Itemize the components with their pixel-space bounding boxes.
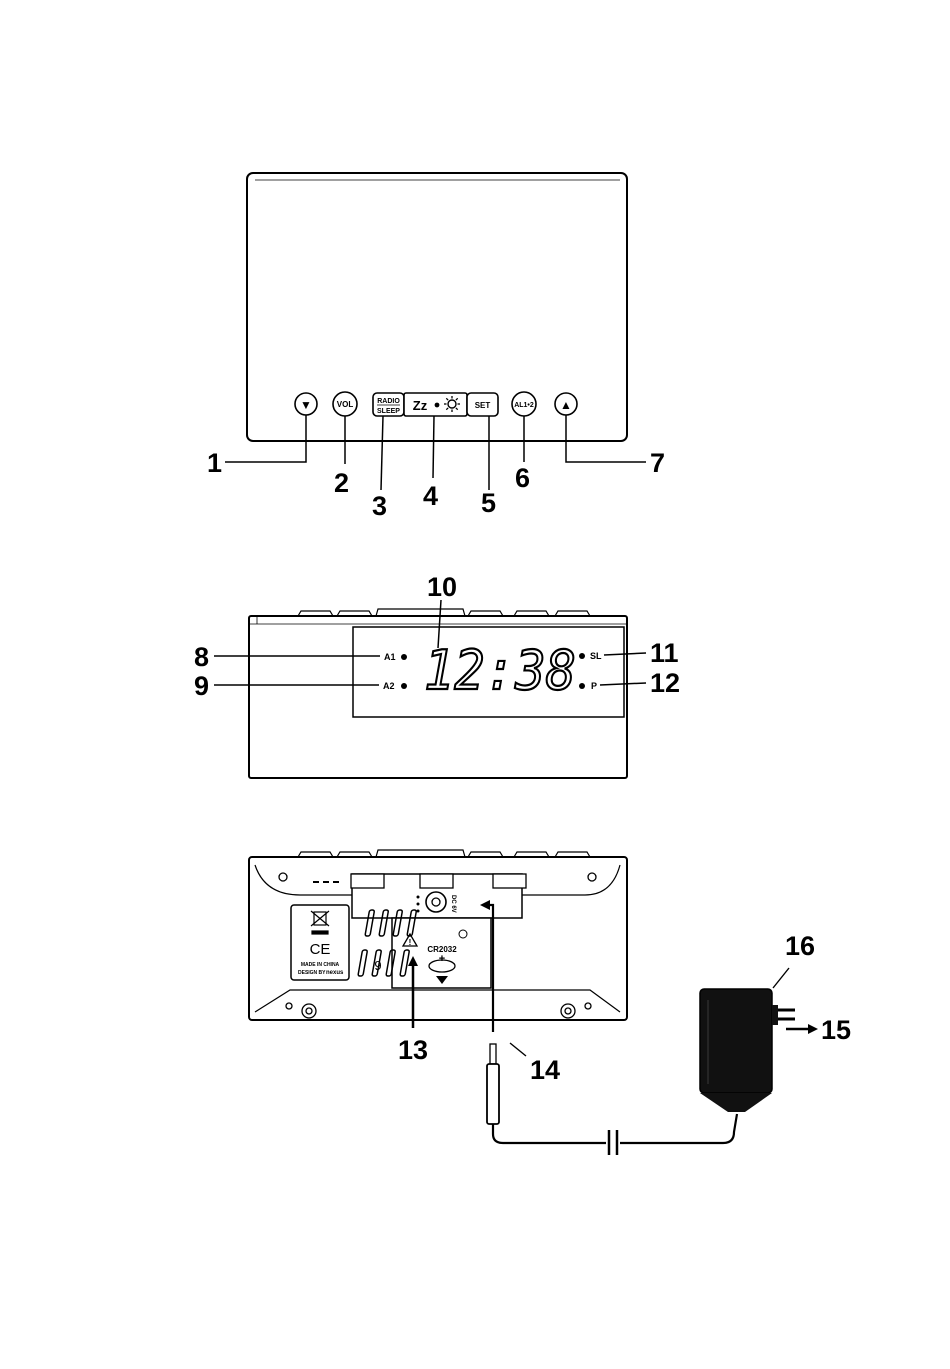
weee-bin-icon (311, 911, 329, 934)
set-label: SET (475, 401, 491, 410)
vol-button[interactable]: VOL (333, 392, 357, 416)
battery-polarity-label: + (439, 953, 445, 965)
rating-label: CE MADE IN CHINA DESIGN BY nexus (291, 905, 349, 980)
a1-indicator-label: A1 (384, 652, 396, 662)
set-button[interactable]: SET (467, 393, 498, 416)
ce-mark: CE (310, 941, 331, 958)
snooze-dimmer-button[interactable]: Zz (404, 393, 467, 416)
vent-dashes (313, 881, 339, 883)
dc-jack-socket[interactable] (426, 892, 446, 912)
pm-indicator-label: P (591, 681, 597, 691)
made-in-label: MADE IN CHINA (301, 962, 340, 968)
alarm-button[interactable]: AL1•2 (512, 392, 536, 416)
callout-14: 14 (530, 1055, 560, 1085)
sleep-label: SLEEP (377, 408, 400, 415)
dc-voltage-label: DC 6V (450, 895, 456, 913)
battery-compartment[interactable]: ! CR2032 + (392, 918, 491, 988)
vol-label: VOL (337, 400, 354, 409)
down-button[interactable]: ▼ (295, 393, 317, 415)
callout-1: 1 (207, 448, 222, 478)
a2-indicator-label: A2 (383, 681, 395, 691)
front-view: ▼ VOL RADIO SLEEP Zz (207, 173, 665, 521)
pm-indicator-dot (579, 683, 585, 689)
sleep-indicator-dot (579, 653, 585, 659)
callout-7: 7 (650, 448, 665, 478)
down-arrow-icon: ▼ (300, 398, 312, 412)
alarm-label: AL1•2 (514, 402, 534, 409)
up-arrow-icon: ▲ (560, 398, 572, 412)
a1-indicator-dot (401, 654, 407, 660)
power-adapter (700, 989, 795, 1112)
callout-2: 2 (334, 468, 349, 498)
front-leader-lines (225, 415, 646, 490)
dc-jack-housing: DC 6V (351, 874, 526, 918)
cable-left (493, 1124, 606, 1143)
design-by-label: DESIGN BY (298, 970, 326, 976)
time-readout: 12:38 (424, 639, 576, 702)
back-top-bumps (298, 850, 590, 857)
a2-indicator-dot (401, 683, 407, 689)
dc-plug (487, 1044, 499, 1124)
callout-15: 15 (821, 1015, 851, 1045)
separator-dot (435, 403, 440, 408)
leader-14 (510, 1043, 526, 1056)
brand-logo: nexus (326, 970, 344, 976)
leader-16 (773, 968, 789, 988)
radio-label: RADIO (377, 398, 400, 405)
sleep-indicator-label: SL (590, 651, 602, 661)
back-view: CE MADE IN CHINA DESIGN BY nexus 9 DC 6V (249, 850, 851, 1155)
callout-13: 13 (398, 1035, 428, 1065)
top-button-bumps (298, 609, 590, 616)
display-view: A1 A2 12:38 SL P 8 9 10 11 12 (194, 572, 680, 778)
callout-9: 9 (194, 671, 209, 701)
callout-6: 6 (515, 463, 530, 493)
callout-5: 5 (481, 488, 496, 518)
svg-text:!: ! (409, 938, 412, 947)
callout-3: 3 (372, 491, 387, 521)
callout-8: 8 (194, 642, 209, 672)
callout-11: 11 (650, 638, 679, 668)
up-button[interactable]: ▲ (555, 393, 577, 415)
callout-4: 4 (423, 481, 438, 511)
callout-12: 12 (650, 668, 680, 698)
callout-10: 10 (427, 572, 457, 602)
callout-16: 16 (785, 931, 815, 961)
radio-sleep-button[interactable]: RADIO SLEEP (373, 393, 404, 416)
snooze-label: Zz (413, 398, 428, 413)
cable-right (620, 1114, 737, 1143)
